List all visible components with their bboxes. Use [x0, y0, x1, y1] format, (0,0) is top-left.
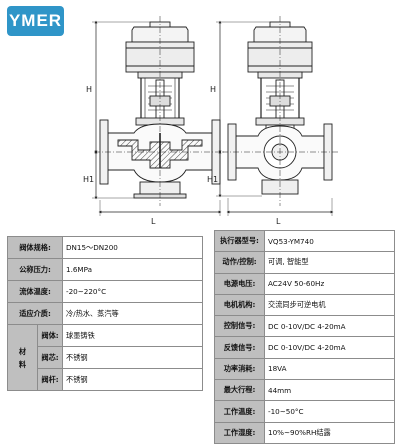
table-row: 材料 阀体: 球墨铸铁 — [7, 324, 203, 391]
spec-label: 反馈信号: — [214, 336, 265, 359]
spec-value: DC 0-10V/DC 4-20mA — [264, 336, 395, 359]
spec-value: 10%~90%RH结露 — [264, 421, 395, 444]
spec-label: 控制信号: — [214, 315, 265, 338]
spec-label: 公称压力: — [7, 258, 63, 281]
table-row: 工作湿度:10%~90%RH结露 — [214, 421, 395, 444]
table-row: 最大行程:44mm — [214, 379, 395, 402]
spec-value: 44mm — [264, 379, 395, 402]
table-row: 功率消耗:18VA — [214, 357, 395, 381]
material-group-label: 材料 — [7, 324, 38, 391]
right-dim-l: L — [276, 217, 281, 226]
spec-value: 冷/热水、蒸汽等 — [62, 302, 203, 325]
spec-value: -20~220°C — [62, 280, 203, 303]
spec-value: AC24V 50-60Hz — [264, 272, 395, 295]
right-dimensions — [216, 20, 334, 216]
spec-value: DC 0-10V/DC 4-20mA — [264, 315, 395, 338]
material-value: 球墨铸铁 — [62, 324, 203, 347]
spec-label: 工作湿度: — [214, 421, 265, 444]
valve-spec-table: 阀体规格: DN15～DN200 公称压力: 1.6MPa 流体温度: -20~… — [7, 236, 203, 391]
spec-label: 工作温度: — [214, 400, 265, 423]
spec-label: 执行器型号: — [214, 229, 265, 253]
left-dim-h: H — [86, 85, 92, 94]
material-label: 阀体: — [37, 324, 63, 347]
right-valve — [222, 16, 338, 206]
brand-logo: YMER — [7, 6, 64, 36]
valve-drawing: H H1 L H H1 L — [83, 16, 338, 226]
spec-value: DN15～DN200 — [62, 236, 203, 259]
table-row: 流体温度: -20~220°C — [7, 280, 203, 303]
spec-value: VQ53-YM740 — [264, 229, 395, 253]
material-value: 不锈钢 — [62, 346, 203, 369]
spec-label: 电机机构: — [214, 293, 265, 317]
table-row: 阀杆: 不锈钢 — [8, 368, 203, 391]
table-row: 阀芯: 不锈钢 — [8, 346, 203, 369]
spec-label: 功率消耗: — [214, 357, 265, 381]
left-dim-l: L — [151, 217, 156, 226]
material-label: 阀芯: — [37, 346, 63, 369]
spec-label: 流体温度: — [7, 280, 63, 303]
left-valve — [94, 16, 226, 206]
actuator-spec-table: 执行器型号:VQ53-YM740 动作/控制:可调, 智能型 电源电压:AC24… — [214, 229, 395, 444]
table-row: 电机机构:交流同步可逆电机 — [214, 293, 395, 317]
table-row: 电源电压:AC24V 50-60Hz — [214, 272, 395, 295]
table-row: 控制信号:DC 0-10V/DC 4-20mA — [214, 315, 395, 338]
spec-label: 最大行程: — [214, 379, 265, 402]
spec-value: 交流同步可逆电机 — [264, 293, 395, 317]
left-dim-h1: H1 — [83, 175, 94, 184]
left-dimensions — [92, 20, 222, 216]
spec-value: -10~50°C — [264, 400, 395, 423]
table-row: 反馈信号:DC 0-10V/DC 4-20mA — [214, 336, 395, 359]
table-row: 适应介质: 冷/热水、蒸汽等 — [7, 302, 203, 325]
table-row: 执行器型号:VQ53-YM740 — [214, 229, 395, 253]
material-value: 不锈钢 — [62, 368, 203, 391]
spec-value: 1.6MPa — [62, 258, 203, 281]
material-label: 阀杆: — [37, 368, 63, 391]
spec-label: 阀体规格: — [7, 236, 63, 259]
spec-label: 动作/控制: — [214, 251, 265, 274]
table-row: 阀体规格: DN15～DN200 — [7, 236, 203, 259]
spec-label: 适应介质: — [7, 302, 63, 325]
right-dim-h: H — [210, 85, 216, 94]
table-row: 动作/控制:可调, 智能型 — [214, 251, 395, 274]
table-row: 工作温度:-10~50°C — [214, 400, 395, 423]
spec-label: 电源电压: — [214, 272, 265, 295]
table-row: 公称压力: 1.6MPa — [7, 258, 203, 281]
right-dim-h1: H1 — [207, 175, 218, 184]
spec-value: 18VA — [264, 357, 395, 381]
spec-value: 可调, 智能型 — [264, 251, 395, 274]
